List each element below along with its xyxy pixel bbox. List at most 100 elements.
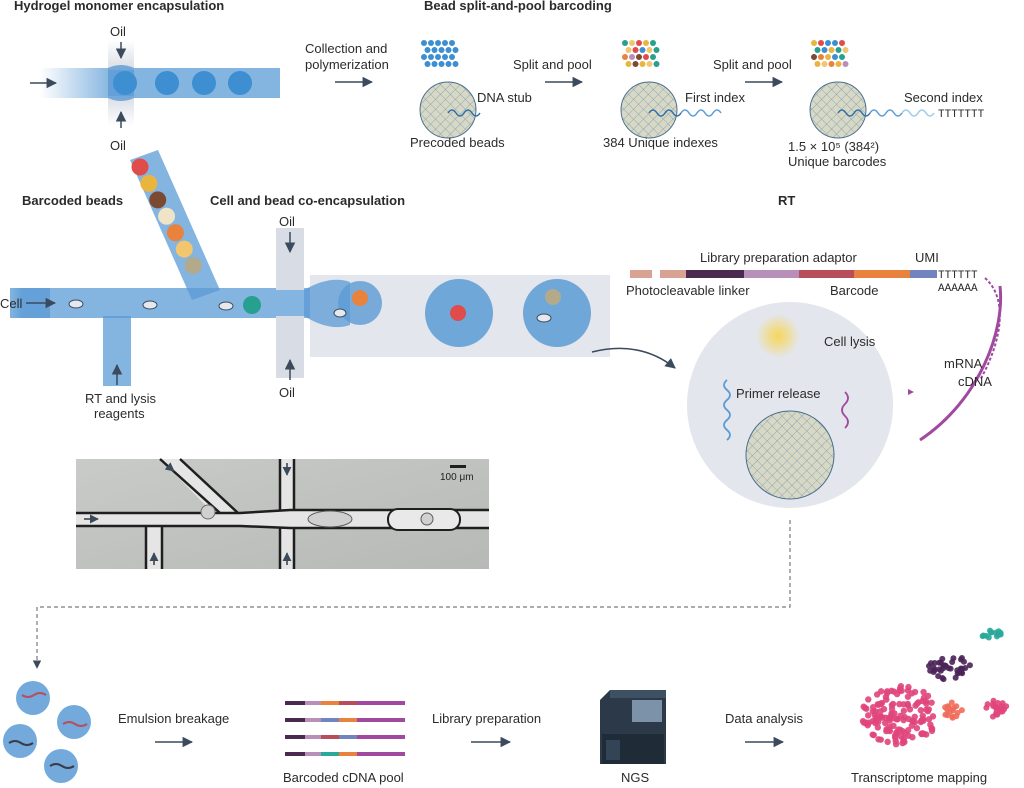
bead-dot [445,61,452,67]
barcoded-bead [175,240,193,258]
bead-dot [421,54,427,60]
encapsulated-bead [352,290,368,306]
umap-point [952,674,959,681]
first-index-strand [680,109,722,117]
umap-point [864,712,872,719]
polyA-label: AAAAAA [938,283,978,295]
umap-point [885,726,893,734]
umap-point [988,629,995,636]
cell-input-label: Cell [0,296,23,311]
cdna-segment [285,735,305,739]
cdna-segment [285,752,305,756]
cdna-segment [357,718,405,722]
bead-dot [428,40,434,46]
flow-arrow [591,347,676,369]
co-encapsulation-panel: Barcoded beads Cell and bead co-encapsul… [0,150,610,421]
bead-dot [811,54,817,60]
umap-point [875,713,883,720]
cdna-segment [339,701,357,705]
unique-barcodes-label: Unique barcodes [788,154,887,169]
umap-point [909,734,916,741]
oil-label: Oil [110,24,126,39]
bead-dot [442,54,448,60]
umap-point [950,655,957,662]
bead-dot [629,40,635,46]
photocleavable-linker-label: Photocleavable linker [626,283,750,298]
umap-point [863,720,870,727]
rt-panel: RT Library preparation adaptor UMI TTTTT… [32,193,1003,669]
umap-point [900,707,908,715]
hydrogel-droplet [192,71,216,95]
umap-point [874,724,882,731]
bead-dot [811,40,817,46]
polyT-label: TTTTTTT [938,109,985,121]
umap-point [927,721,934,728]
precoded-beads-label: Precoded beads [410,135,505,150]
bead-dot [632,47,639,53]
barcoded-bead-stack [131,158,202,275]
cdna-segment [321,735,339,739]
bead-dot [832,40,838,46]
bead-dot [625,47,632,53]
cdna-segment [305,752,321,756]
released-primer [841,391,849,429]
umap-point [918,730,925,737]
umap-point [949,707,956,714]
umap-point [927,667,934,674]
bead-dot [828,47,835,53]
umap-point [873,691,881,698]
umap-point [875,736,882,743]
bead-dot [435,54,441,60]
umap-point [909,717,916,725]
umap-point [918,717,925,724]
library-adaptor-label: Library preparation adaptor [700,250,857,265]
cdna-segment [357,752,405,756]
cdna-segment [285,718,305,722]
bead-dot [643,54,649,60]
bead-dot-cluster-barcoded [811,40,849,67]
bead-dot [636,54,642,60]
umap-point [966,662,973,669]
bead-dot [835,47,842,53]
umap-point [892,734,899,741]
umap-point [985,634,992,641]
umap-point [924,692,932,700]
hydrogel-bead [745,410,835,500]
bead-dot [814,61,821,67]
encapsulated-bead [545,289,561,305]
bead-dot [821,61,828,67]
emulsion-droplet [16,681,50,715]
bead-dot [452,61,459,67]
emulsion-breakage-label: Emulsion breakage [118,711,229,726]
barcoded-bead [158,207,176,225]
umap-point [888,710,895,717]
cdna-segment [357,735,405,739]
bead-dot [643,40,649,46]
unique-indexes-label: 384 Unique indexes [603,135,718,150]
umap-point [993,708,1000,715]
transcriptome-umap-plot [859,627,1010,748]
polyT-short-label: TTTTTT [938,270,978,282]
emulsion-droplet [57,705,91,739]
barcoded-bead [149,191,167,209]
bead-dot [825,40,831,46]
umap-point [865,696,872,703]
barcode-label: Barcode [830,283,878,298]
cell [68,299,84,309]
bead-dot [438,61,445,67]
barcoded-bead [184,257,202,275]
umap-point [869,708,877,715]
linker-segment [630,270,652,278]
hydrogel-droplet [228,71,252,95]
umap-point [995,628,1002,635]
bead-dot [632,61,639,67]
bead-dot [431,61,438,67]
second-index-strand [901,109,935,117]
umap-point [891,715,898,722]
split-pool-panel: Bead split-and-pool barcoding Collection… [305,0,985,169]
bead-dot [636,40,642,46]
umap-point [904,700,911,708]
bead-dot [653,61,660,67]
transcriptome-mapping-label: Transcriptome mapping [851,770,987,785]
bead-dot [650,40,656,46]
